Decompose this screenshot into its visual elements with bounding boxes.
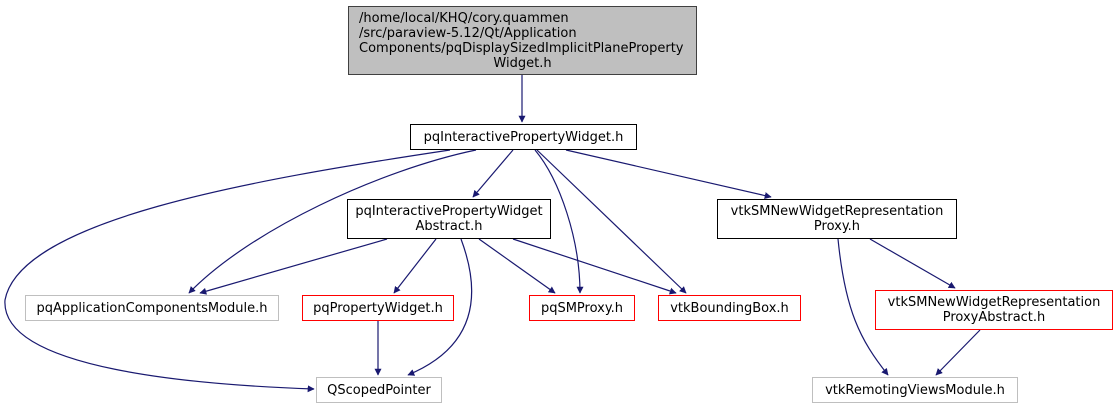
node-label-line: Widget.h (493, 55, 552, 71)
edge-ipw-to-nwrp (565, 149, 772, 200)
node-vtkRemotingViewsModule: vtkRemotingViewsModule.h (812, 377, 1018, 403)
node-label-line: pqPropertyWidget.h (313, 300, 443, 316)
edge-nwrpa-to-rvm (935, 329, 981, 376)
node-label-line: pqSMProxy.h (540, 300, 624, 316)
node-label-line: /src/paraview-5.12/Qt/Application (359, 25, 577, 41)
edge-ipwa-to-smp (478, 238, 556, 294)
node-pqInteractivePropertyWidgetAbstract[interactable]: pqInteractivePropertyWidget Abstract.h (347, 199, 551, 239)
node-label-line: ProxyAbstract.h (942, 310, 1046, 325)
edge-ipwa-to-qsp (407, 238, 473, 376)
node-label-line: vtkSMNewWidgetRepresentation (730, 204, 944, 219)
node-label-line: Proxy.h (813, 219, 861, 234)
node-root[interactable]: /home/local/KHQ/cory.quammen /src/paravi… (348, 6, 697, 75)
edge-ipw-to-qsp (4, 149, 451, 393)
node-label-line: Abstract.h (415, 219, 483, 234)
node-label-line: QScopedPointer (327, 382, 431, 398)
node-pqApplicationComponentsModule: pqApplicationComponentsModule.h (25, 295, 279, 321)
edge-nwrp-to-rvm (837, 238, 889, 376)
node-pqSMProxy[interactable]: pqSMProxy.h (529, 295, 635, 321)
edge-ipwa-to-bb (512, 238, 677, 295)
node-pqPropertyWidget[interactable]: pqPropertyWidget.h (302, 295, 454, 321)
node-label-line: Components/pqDisplaySizedImplicitPlanePr… (359, 40, 684, 56)
node-label-line: pqApplicationComponentsModule.h (36, 300, 268, 316)
edge-nwrp-to-nwrpa (869, 238, 956, 289)
node-vtkBoundingBox[interactable]: vtkBoundingBox.h (658, 295, 801, 321)
node-label-line: pqInteractivePropertyWidget (355, 204, 543, 219)
edge-ipwa-to-acm (199, 238, 388, 295)
node-label-line: vtkRemotingViewsModule.h (825, 382, 1005, 398)
node-label-line: /home/local/KHQ/cory.quammen (359, 10, 569, 26)
edge-ipw-to-bb (536, 149, 687, 294)
node-label-line: vtkSMNewWidgetRepresentation (887, 295, 1101, 310)
node-vtkSMNewWidgetRepresentationProxyAbstract[interactable]: vtkSMNewWidgetRepresentation ProxyAbstra… (875, 290, 1113, 330)
edge-ipw-to-smp (534, 149, 584, 294)
edge-ipw-to-ipwa (472, 149, 514, 198)
edge-ipwa-to-pw (393, 238, 437, 294)
node-pqInteractivePropertyWidget[interactable]: pqInteractivePropertyWidget.h (410, 124, 637, 150)
node-label-line: pqInteractivePropertyWidget.h (423, 129, 624, 145)
node-vtkSMNewWidgetRepresentationProxy[interactable]: vtkSMNewWidgetRepresentation Proxy.h (717, 199, 957, 239)
node-label-line: vtkBoundingBox.h (670, 300, 789, 316)
node-QScopedPointer: QScopedPointer (316, 377, 442, 403)
edge-ipw-to-acm (188, 149, 477, 294)
